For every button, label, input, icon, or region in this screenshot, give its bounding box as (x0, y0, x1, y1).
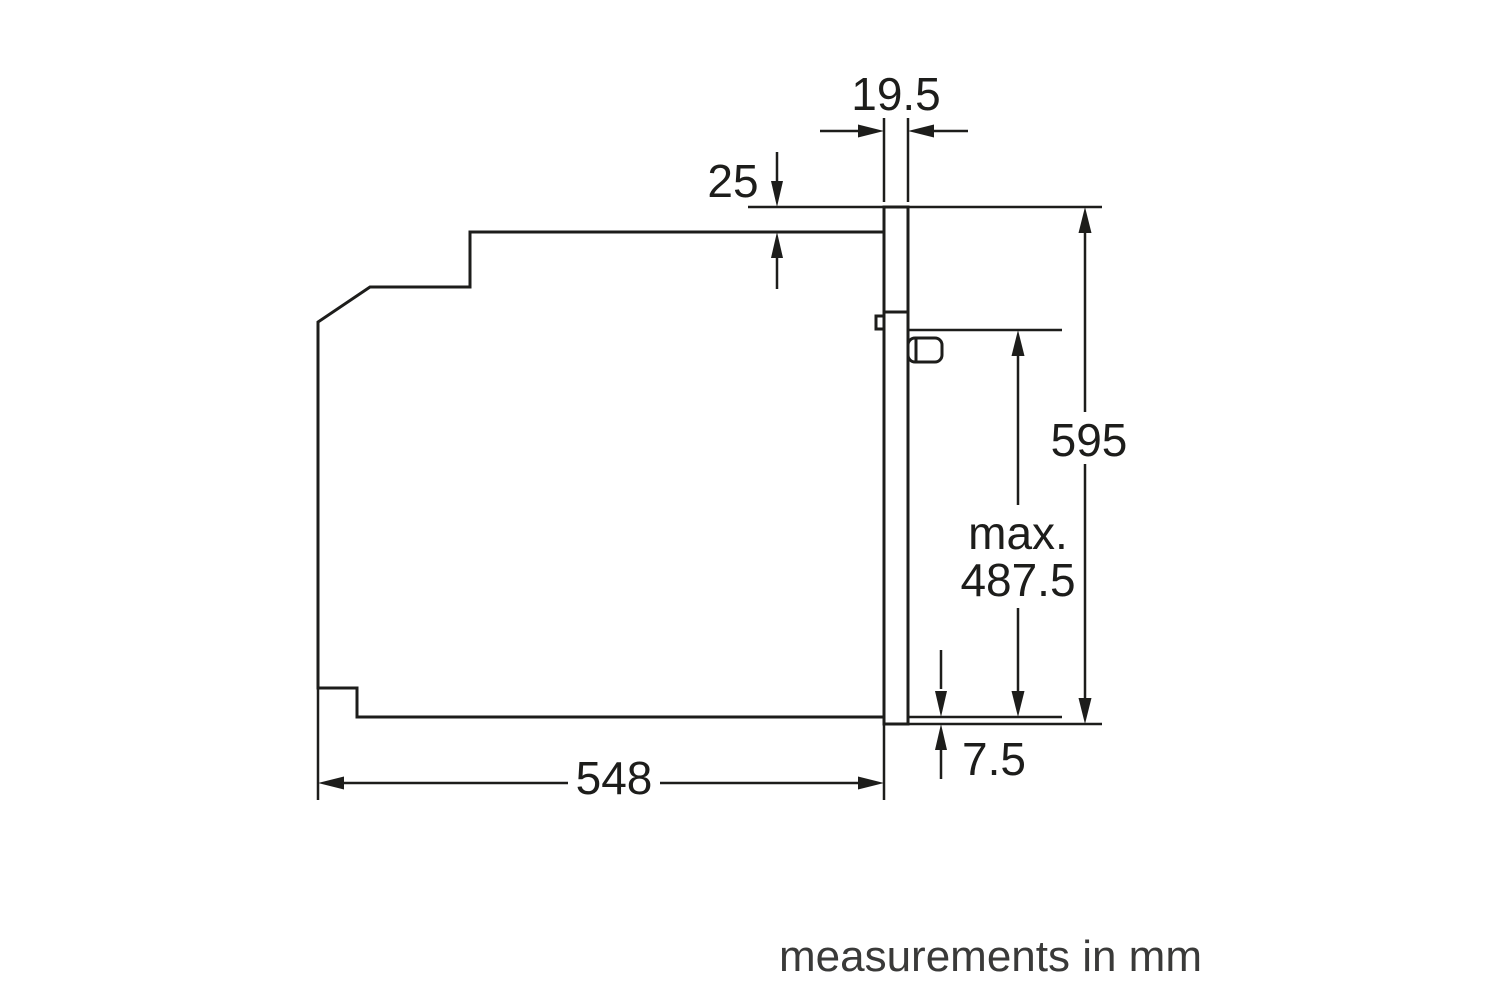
dim-487-5-label: 487.5 (960, 554, 1075, 606)
arrowhead-up-icon (1078, 207, 1092, 233)
units-note: measurements in mm (779, 932, 1202, 981)
arrowhead-left-icon (908, 124, 934, 138)
arrowhead-down-icon (771, 181, 783, 207)
dimension-door-protrusion: 19.5 (820, 68, 968, 202)
arrowhead-left-icon (318, 776, 344, 790)
dim-595-label: 595 (1051, 414, 1128, 466)
arrowhead-down-icon (935, 691, 947, 717)
control-knob (906, 336, 944, 364)
dim-19-5-label: 19.5 (851, 68, 941, 120)
arrowhead-right-icon (858, 124, 884, 138)
oven-profile (316, 205, 944, 726)
dim-25-label: 25 (707, 155, 758, 207)
oven-body-outline (316, 230, 886, 719)
dimension-top-clearance: 25 (707, 152, 1102, 289)
label-background (1046, 412, 1132, 464)
arrowhead-up-icon (1011, 330, 1025, 356)
dimension-bottom-overhang: 7.5 (935, 650, 1026, 785)
label-background (950, 505, 1082, 608)
door-hinge-tab (874, 314, 886, 331)
dimension-max-depth: max. 487.5 (908, 328, 1082, 719)
arrowhead-down-icon (1011, 691, 1025, 717)
dim-7-5-label: 7.5 (962, 733, 1026, 785)
arrowhead-right-icon (858, 776, 884, 790)
oven-door-panel (882, 205, 910, 726)
label-background (568, 756, 660, 804)
arrowhead-up-icon (771, 232, 783, 258)
arrowhead-down-icon (1078, 698, 1092, 724)
dim-548-label: 548 (576, 752, 653, 804)
dim-max-prefix-label: max. (968, 507, 1068, 559)
arrowhead-up-icon (935, 724, 947, 750)
dimension-front-height: 595 (908, 207, 1132, 726)
dimension-body-depth: 548 (316, 600, 886, 804)
